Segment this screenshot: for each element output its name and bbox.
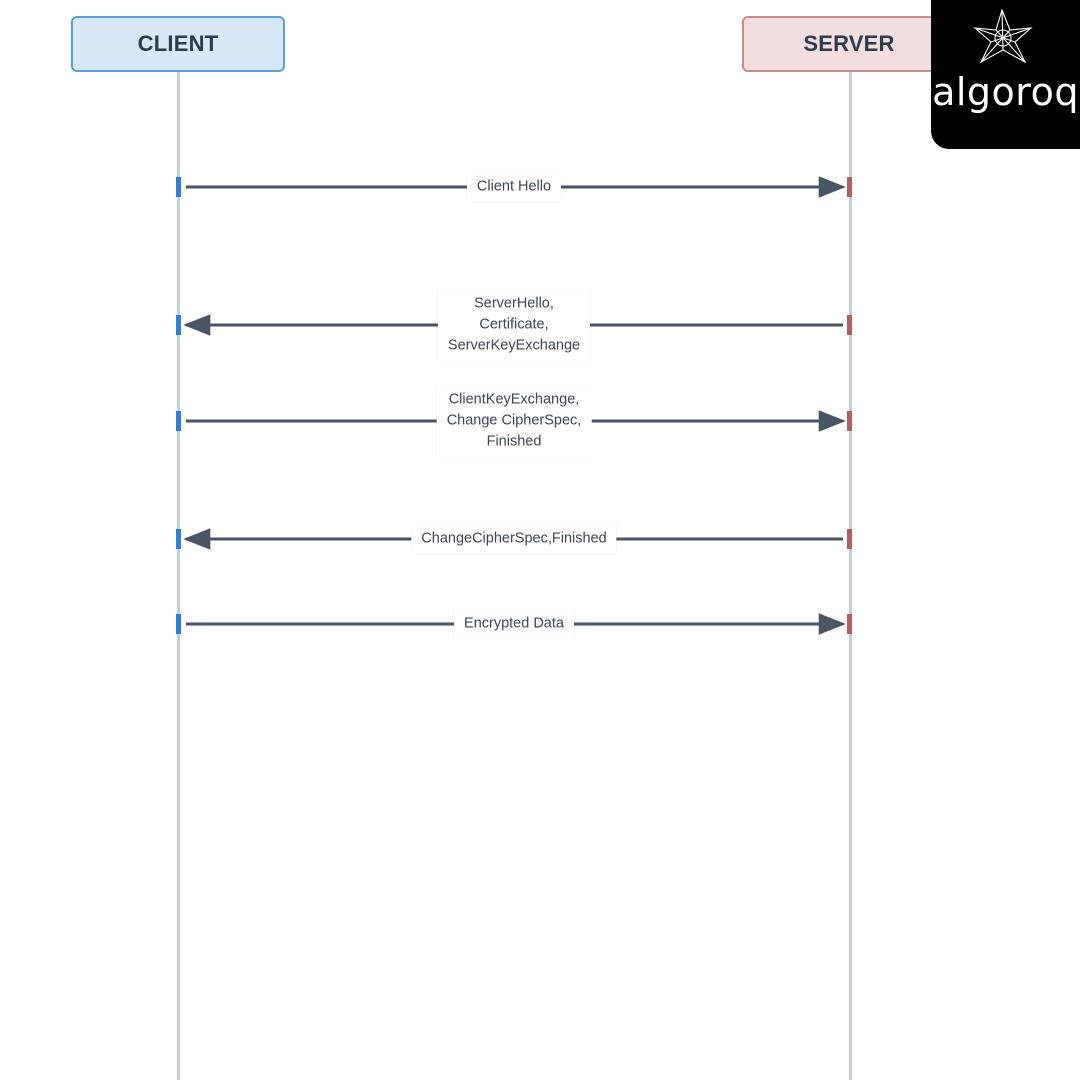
message-label-3: ClientKeyExchange, Change CipherSpec, Fi… xyxy=(436,385,592,457)
message-label-5: Encrypted Data xyxy=(454,609,574,639)
client-activation-2 xyxy=(176,315,181,335)
server-activation-3 xyxy=(847,411,852,431)
server-activation-1 xyxy=(847,177,852,197)
client-activation-4 xyxy=(176,529,181,549)
brand-logo: algoroq xyxy=(931,0,1080,149)
message-label-1: Client Hello xyxy=(466,172,562,202)
server-lifeline xyxy=(849,72,852,1080)
client-activation-3 xyxy=(176,411,181,431)
message-label-2: ServerHello, Certificate, ServerKeyExcha… xyxy=(437,289,591,361)
message-label-4: ChangeCipherSpec,Finished xyxy=(411,524,617,554)
server-activation-2 xyxy=(847,315,852,335)
star-polyhedron-icon xyxy=(973,8,1033,64)
client-activation-1 xyxy=(176,177,181,197)
server-activation-4 xyxy=(847,529,852,549)
client-lifeline xyxy=(177,72,180,1080)
client-activation-5 xyxy=(176,614,181,634)
server-actor-box: SERVER xyxy=(742,16,956,72)
client-actor-box: CLIENT xyxy=(71,16,285,72)
server-activation-5 xyxy=(847,614,852,634)
brand-wordmark: algoroq xyxy=(932,70,1079,114)
